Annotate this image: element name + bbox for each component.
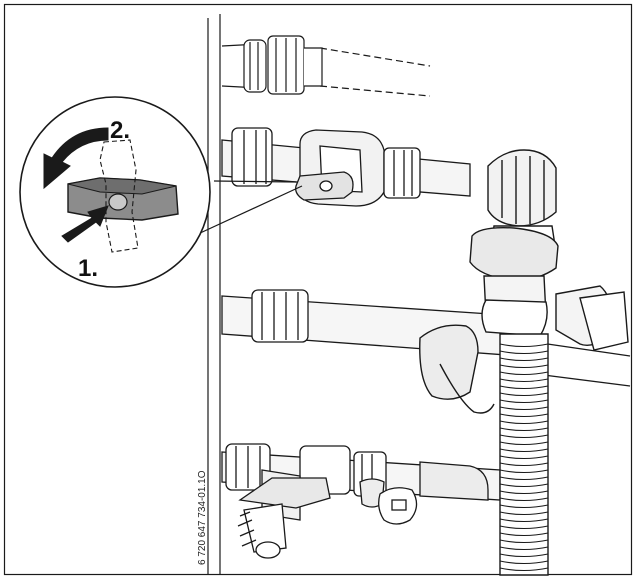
hose-rib bbox=[499, 357, 549, 362]
hose-rib bbox=[499, 532, 549, 537]
hose-rib bbox=[499, 350, 549, 355]
hose-rib bbox=[499, 371, 549, 376]
hose-rib bbox=[499, 476, 549, 481]
detail-magnifier bbox=[19, 96, 211, 288]
hose-rib bbox=[499, 448, 549, 453]
push-arrow-icon bbox=[61, 205, 109, 243]
hose-rib bbox=[499, 364, 549, 369]
hose-rib bbox=[499, 518, 549, 523]
hose-rib bbox=[499, 462, 549, 467]
rotate-arrow-icon bbox=[43, 127, 109, 190]
concealed-pipe bbox=[221, 35, 431, 97]
hose-rib bbox=[499, 497, 549, 502]
hose-rib bbox=[499, 406, 549, 411]
hose-rib bbox=[499, 525, 549, 530]
step-1-label: 1. bbox=[78, 255, 98, 282]
hose-rib bbox=[499, 392, 549, 397]
hose-rib bbox=[499, 420, 549, 425]
drain-hose bbox=[499, 343, 549, 572]
callout-connector bbox=[197, 180, 303, 235]
wall bbox=[207, 14, 221, 575]
hose-rib bbox=[499, 504, 549, 509]
safety-valve-assembly bbox=[419, 149, 629, 576]
hose-rib bbox=[499, 511, 549, 516]
water-pipe-bottom bbox=[221, 443, 501, 559]
hose-rib bbox=[499, 434, 549, 439]
hose-rib bbox=[499, 441, 549, 446]
hose-rib bbox=[499, 553, 549, 558]
hose-rib bbox=[499, 483, 549, 488]
hose-rib bbox=[499, 546, 549, 551]
hose-rib bbox=[499, 469, 549, 474]
hose-rib bbox=[499, 567, 549, 572]
hose-rib bbox=[499, 385, 549, 390]
hose-rib bbox=[499, 343, 549, 348]
step-2-label: 2. bbox=[110, 117, 130, 144]
gas-pipe-with-valve bbox=[221, 127, 471, 207]
hose-rib bbox=[499, 378, 549, 383]
hose-rib bbox=[499, 413, 549, 418]
hose-rib bbox=[499, 490, 549, 495]
hose-rib bbox=[499, 539, 549, 544]
hose-rib bbox=[499, 427, 549, 432]
hose-rib bbox=[499, 455, 549, 460]
hose-rib bbox=[499, 560, 549, 565]
figure-code: 6 720 647 734-01.1O bbox=[197, 470, 208, 565]
hose-rib bbox=[499, 399, 549, 404]
